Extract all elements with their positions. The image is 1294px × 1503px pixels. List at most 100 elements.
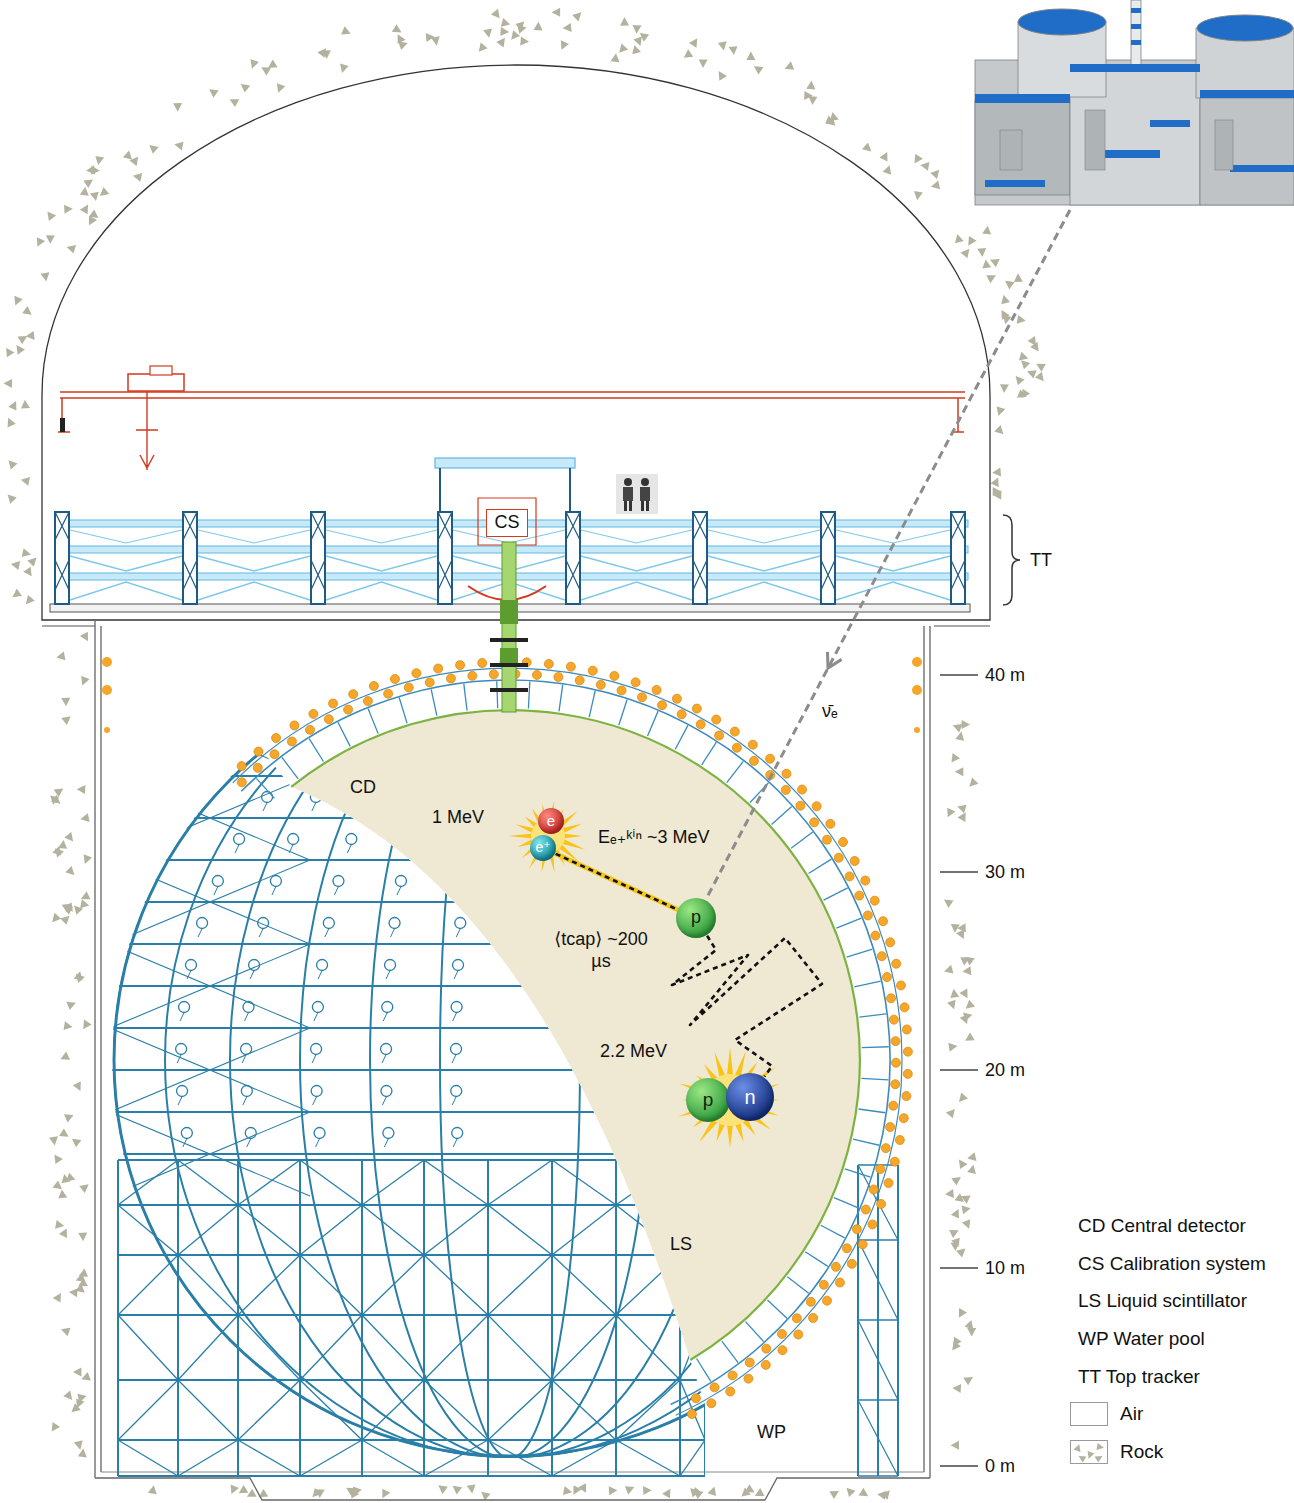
rock — [930, 181, 940, 192]
support-truss — [178, 1380, 238, 1440]
top-tracker — [438, 512, 452, 590]
rock — [78, 676, 90, 687]
support-truss — [300, 1440, 362, 1476]
pmt-ring — [404, 683, 413, 692]
rock — [132, 171, 142, 182]
pmt-ring — [691, 1394, 700, 1403]
rock — [620, 17, 629, 26]
legend-row: Rock — [1066, 1433, 1266, 1471]
support-truss — [238, 1380, 300, 1440]
pmt-ring — [822, 835, 831, 844]
lattice-sphere — [323, 918, 334, 929]
top-tracker — [326, 556, 437, 600]
scale-label: 40 m — [985, 664, 1025, 686]
support-truss — [117, 1160, 119, 1476]
rock — [60, 1325, 71, 1336]
scale-ticks — [940, 1465, 978, 1466]
lattice-sphere — [198, 929, 202, 938]
pmt-ring — [496, 681, 498, 708]
rock — [562, 23, 571, 33]
rock — [146, 141, 158, 153]
people — [624, 478, 632, 486]
pmt-ring — [863, 911, 872, 920]
top-tracker — [311, 512, 325, 604]
rock — [81, 854, 92, 865]
rock — [688, 1488, 699, 1498]
rock — [948, 1042, 958, 1052]
rock — [2, 8, 1047, 1501]
lattice-sphere — [453, 960, 464, 971]
calibration-pipe — [490, 638, 528, 642]
support-truss — [178, 1440, 238, 1476]
lattice-sphere — [455, 918, 466, 929]
energy-label: Eₑ₊ᵏⁱⁿ ~3 MeV — [598, 826, 710, 848]
pmt-ring — [464, 684, 467, 711]
legend-row: TT Top tracker — [1066, 1358, 1266, 1396]
rock — [79, 1181, 91, 1193]
top-tracker — [198, 556, 310, 600]
top-tracker — [708, 556, 820, 600]
support-truss — [178, 1315, 238, 1380]
support-legs — [858, 1165, 898, 1476]
pmt-ring — [619, 700, 627, 726]
rock — [10, 560, 20, 570]
rock — [994, 406, 1005, 417]
support-truss — [238, 1205, 300, 1255]
support-truss — [552, 1440, 616, 1476]
lattice-sphere — [114, 664, 906, 1456]
rock — [85, 216, 97, 228]
rock — [478, 1488, 490, 1500]
crane — [128, 374, 184, 391]
antineutrino-track — [706, 210, 1070, 899]
pmt-ring — [748, 740, 757, 749]
part-label: WP — [757, 1421, 786, 1443]
lattice-sphere — [453, 1139, 457, 1148]
reactor-building — [1085, 110, 1105, 170]
pmt-ring — [306, 725, 315, 734]
pmt-ring — [727, 761, 744, 782]
rock — [398, 39, 409, 50]
rock — [57, 1189, 67, 1198]
top-tracker — [566, 512, 580, 604]
lattice-sphere — [381, 1086, 392, 1097]
lattice-sphere — [382, 1002, 393, 1013]
rock — [450, 1482, 462, 1494]
pmt-ring — [821, 1225, 845, 1238]
rock — [13, 343, 25, 355]
pmt-ring — [831, 1262, 840, 1271]
pmt-ring — [871, 931, 880, 940]
rock — [58, 839, 68, 848]
support-truss — [118, 1160, 705, 1476]
rock — [738, 1488, 750, 1500]
node-text: p — [691, 908, 701, 928]
scale-ticks — [940, 675, 978, 1466]
rock — [64, 204, 73, 213]
pmt-ring — [881, 1144, 890, 1153]
rock — [625, 1483, 636, 1495]
top-tracker — [836, 556, 950, 600]
calibration-pipe — [490, 542, 528, 712]
crane — [60, 392, 965, 398]
pmt-ring — [809, 1313, 818, 1322]
rock — [80, 202, 92, 214]
rock — [637, 29, 649, 41]
rock — [981, 259, 991, 269]
reactor-building — [1131, 0, 1141, 68]
legend-swatch — [1085, 1451, 1094, 1460]
top-tracker — [693, 512, 707, 590]
rock — [3, 379, 12, 388]
support-truss — [615, 1160, 617, 1476]
top-tracker — [55, 512, 69, 604]
rock — [64, 1021, 74, 1031]
pmt-ring — [762, 1344, 771, 1353]
pmt-ring — [868, 1220, 877, 1229]
legend-text: CD Central detector — [1078, 1215, 1246, 1237]
pmt-ring — [702, 742, 717, 765]
lattice-sphere — [179, 1002, 190, 1013]
electron: e — [538, 808, 564, 834]
rock — [173, 140, 183, 151]
pmt-ring — [384, 689, 393, 698]
lattice-sphere — [212, 876, 223, 887]
rock — [53, 1291, 65, 1303]
rock — [951, 721, 962, 732]
